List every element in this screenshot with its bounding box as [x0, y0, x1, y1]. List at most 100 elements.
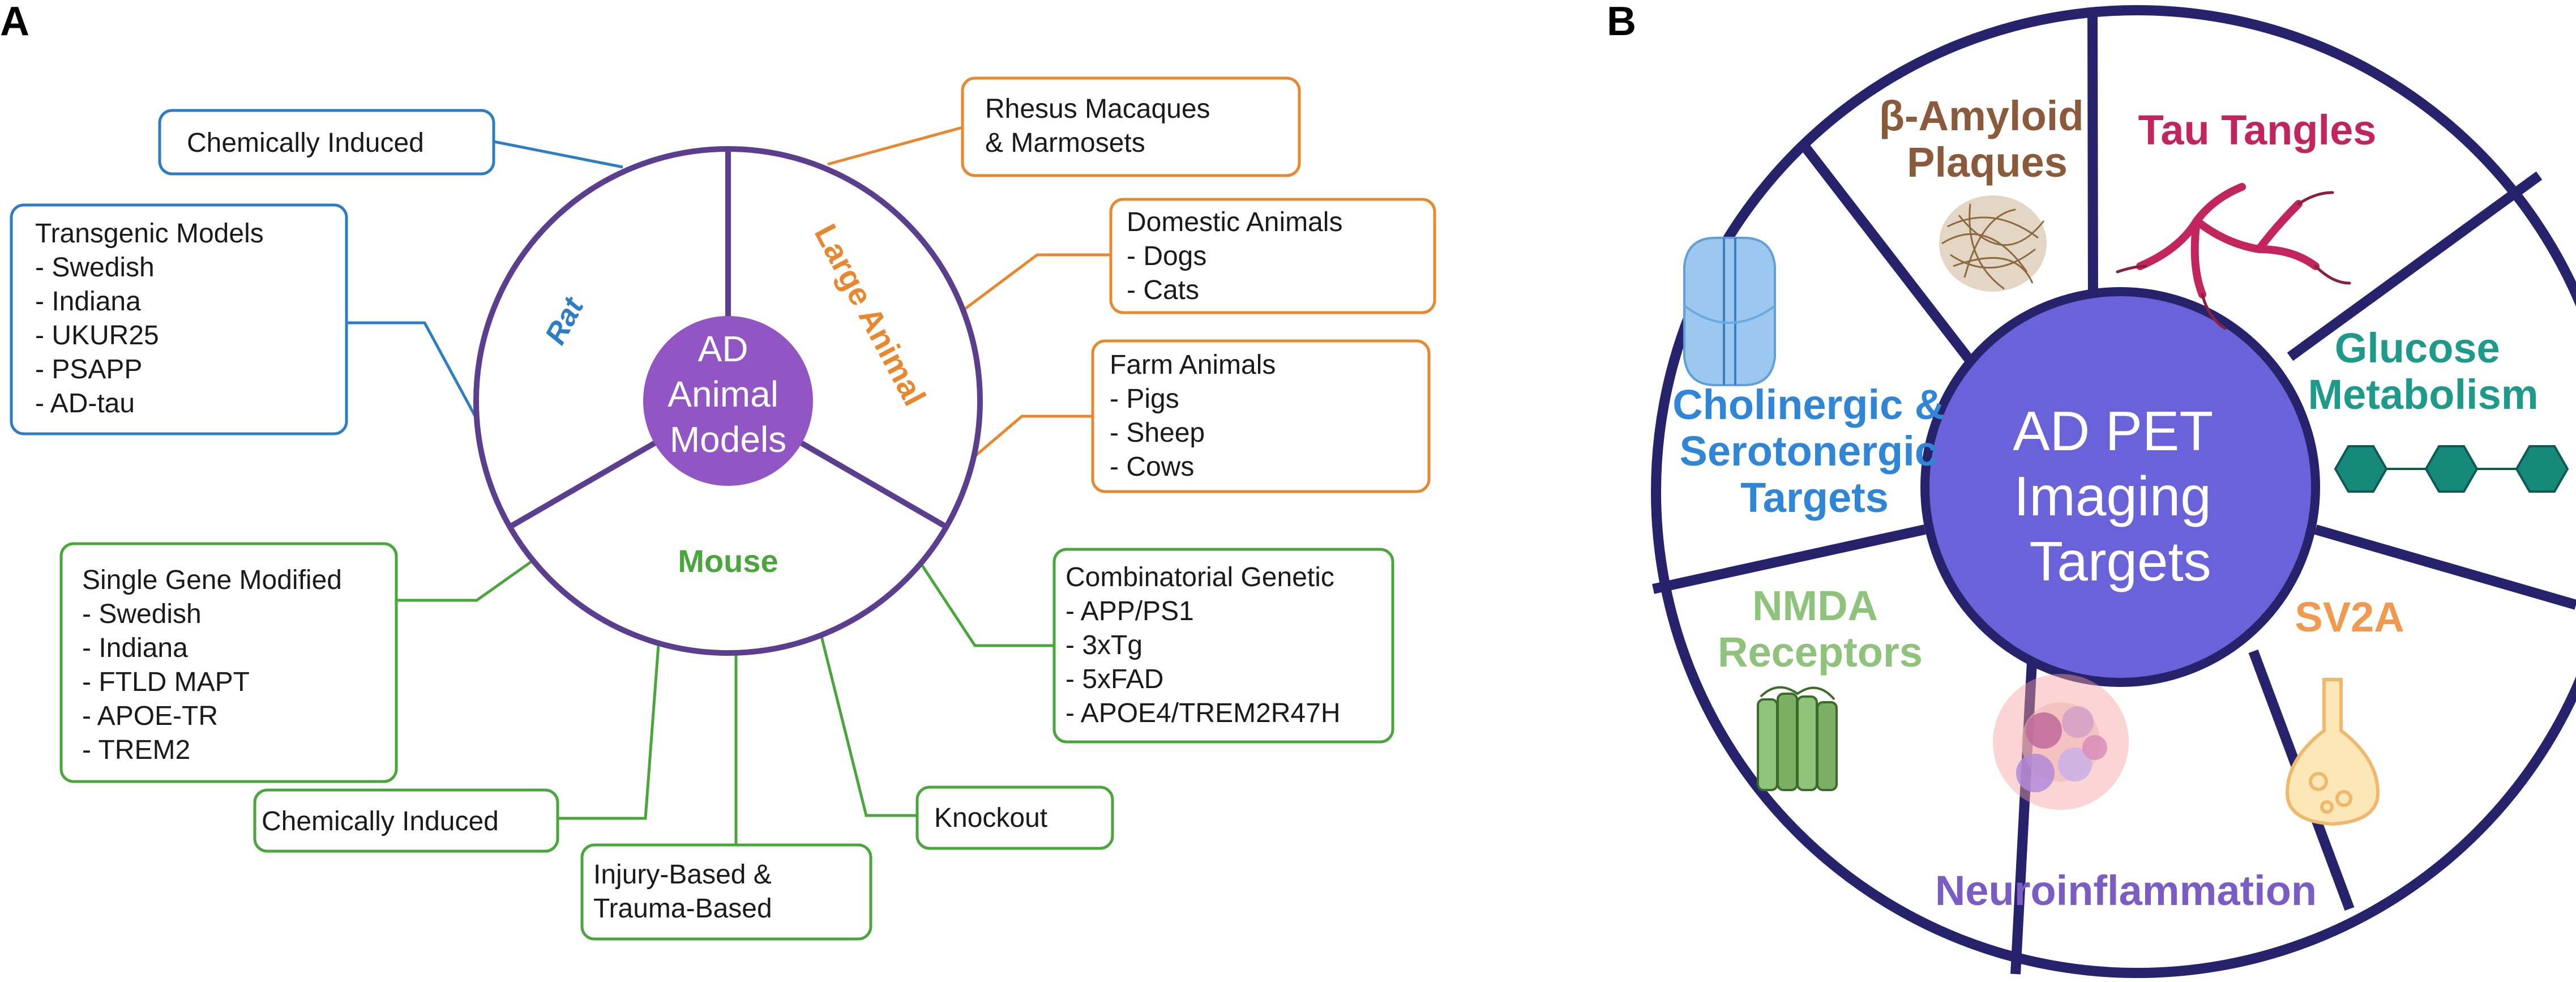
- center-line: Imaging: [2014, 465, 2211, 527]
- box-line: Single Gene Modified: [82, 565, 342, 595]
- label-line: Tau Tangles: [2138, 106, 2377, 153]
- box-line: - TREM2: [82, 735, 190, 765]
- segment-mouse-label: Mouse: [678, 543, 778, 579]
- box-frame: [1109, 198, 1436, 314]
- connector-knockout: [818, 629, 917, 817]
- segment-tau-label: Tau Tangles: [2138, 106, 2377, 153]
- box-mouse-knockout-text: Knockout: [934, 803, 1047, 833]
- box-line: Farm Animals: [1110, 350, 1276, 380]
- label-line: Receptors: [1718, 629, 1923, 676]
- pet-wheel-spokes: [1652, 10, 2576, 975]
- label-line: SV2A: [2295, 594, 2404, 641]
- label-line: Glucose: [2335, 325, 2500, 372]
- box-line: - Indiana: [82, 633, 188, 663]
- panel-b-label: B: [1607, 0, 1636, 44]
- box-rat-chemical: Chemically Induced: [158, 109, 495, 176]
- box-frame: [1052, 548, 1394, 744]
- box-line: Injury-Based &: [593, 860, 772, 890]
- segment-amyloid-label: β-Amyloid Plaques: [1879, 92, 2095, 186]
- box-mouse-single: Single Gene Modified - Swedish - Indiana…: [59, 542, 398, 783]
- connector-single: [396, 556, 538, 602]
- spoke: [2314, 524, 2576, 610]
- box-line: - Pigs: [1110, 384, 1179, 414]
- receptor-channel-icon: [1757, 686, 1838, 791]
- box-large-farm: Farm Animals - Pigs - Sheep - Cows: [1091, 339, 1431, 493]
- box-line: - UKUR25: [35, 321, 159, 351]
- box-line: Chemically Induced: [262, 806, 499, 836]
- connector-rat-chemical: [493, 140, 623, 169]
- box-mouse-injury-text: Injury-Based & Trauma-Based: [593, 860, 779, 924]
- box-line: - FTLD MAPT: [82, 667, 250, 697]
- label-line: Serotonergic: [1680, 428, 1938, 475]
- spoke: [2010, 651, 2038, 975]
- box-line: - PSAPP: [35, 355, 142, 385]
- box-line: Combinatorial Genetic: [1066, 562, 1334, 592]
- box-line: - Cows: [1110, 452, 1194, 482]
- connector-mouse-chemical: [558, 629, 661, 820]
- connector-combinatorial: [915, 557, 1054, 647]
- box-line: Chemically Induced: [187, 128, 424, 158]
- box-line: - Dogs: [1127, 241, 1206, 271]
- box-line: - APP/PS1: [1066, 596, 1194, 626]
- tau-tangle-icon: [2116, 183, 2351, 330]
- label-line: Targets: [1740, 474, 1889, 521]
- wheel-dividers: [508, 149, 948, 530]
- box-line: - 5xFAD: [1066, 664, 1163, 694]
- connector-domestic: [964, 253, 1111, 310]
- box-line: - Cats: [1127, 275, 1199, 305]
- box-line: Trauma-Based: [593, 894, 772, 924]
- spoke: [1652, 524, 1926, 594]
- amyloid-plaque-icon: [1939, 195, 2047, 292]
- center-line: AD: [698, 328, 748, 369]
- connector-farm: [964, 415, 1093, 466]
- panel-a-connectors: [346, 126, 1111, 845]
- pet-center-circle: [1920, 287, 2320, 687]
- box-rat-transgenic: Transgenic Models - Swedish - Indiana - …: [10, 203, 348, 436]
- box-mouse-single-text: Single Gene Modified - Swedish - Indiana…: [82, 565, 349, 765]
- box-rat-transgenic-text: Transgenic Models - Swedish - Indiana - …: [35, 219, 271, 419]
- box-large-farm-text: Farm Animals - Pigs - Sheep - Cows: [1110, 350, 1283, 482]
- glucose-chain-icon: [2334, 445, 2569, 493]
- label-line: β-Amyloid: [1879, 92, 2084, 139]
- box-line: - Sheep: [1110, 418, 1205, 448]
- segment-sv2a-label: SV2A: [2295, 594, 2404, 641]
- box-mouse-injury: Injury-Based & Trauma-Based: [580, 843, 872, 941]
- box-mouse-chemical-text: Chemically Induced: [262, 806, 499, 836]
- center-line: Models: [670, 419, 786, 460]
- box-frame: [961, 76, 1301, 177]
- box-line: Knockout: [934, 803, 1047, 833]
- label-line: Neuroinflammation: [1935, 867, 2317, 914]
- box-line: - APOE-TR: [82, 701, 218, 731]
- pet-center-label: AD PET Imaging Targets: [2013, 400, 2227, 592]
- box-mouse-combinatorial-text: Combinatorial Genetic - APP/PS1 - 3xTg -…: [1066, 562, 1342, 728]
- connector-primates: [827, 126, 963, 166]
- label-line: Cholinergic &: [1672, 381, 1945, 428]
- transporter-icon: [1683, 237, 1776, 386]
- box-large-primates: Rhesus Macaques & Marmosets: [961, 76, 1301, 177]
- box-large-domestic: Domestic Animals - Dogs - Cats: [1109, 198, 1436, 314]
- center-line: Targets: [2029, 530, 2211, 592]
- flask-icon: [2285, 678, 2380, 826]
- segment-cholinergic-label: Cholinergic & Serotonergic Targets: [1672, 381, 1957, 521]
- box-line: - Swedish: [35, 253, 155, 283]
- divider-left: [508, 440, 657, 530]
- box-rat-chemical-text: Chemically Induced: [187, 128, 424, 158]
- box-line: Domestic Animals: [1127, 207, 1342, 237]
- divider-right: [799, 440, 948, 530]
- box-mouse-chemical: Chemically Induced: [253, 788, 559, 853]
- box-frame: [158, 109, 495, 176]
- center-line: AD PET: [2013, 400, 2212, 462]
- center-line: Animal: [667, 374, 778, 415]
- box-line: - Swedish: [82, 599, 202, 629]
- box-mouse-combinatorial: Combinatorial Genetic - APP/PS1 - 3xTg -…: [1052, 548, 1394, 744]
- box-frame: [580, 843, 872, 941]
- box-large-primates-text: Rhesus Macaques & Marmosets: [985, 94, 1218, 158]
- center-label: AD Animal Models: [667, 328, 788, 460]
- panel-a: A AD Animal Models Rat La: [0, 0, 1436, 941]
- center-circle: [643, 316, 813, 486]
- panel-a-label: A: [0, 0, 29, 44]
- box-frame: [59, 542, 398, 783]
- segment-neuroinflammation-label: Neuroinflammation: [1935, 867, 2317, 914]
- box-line: - 3xTg: [1066, 630, 1142, 660]
